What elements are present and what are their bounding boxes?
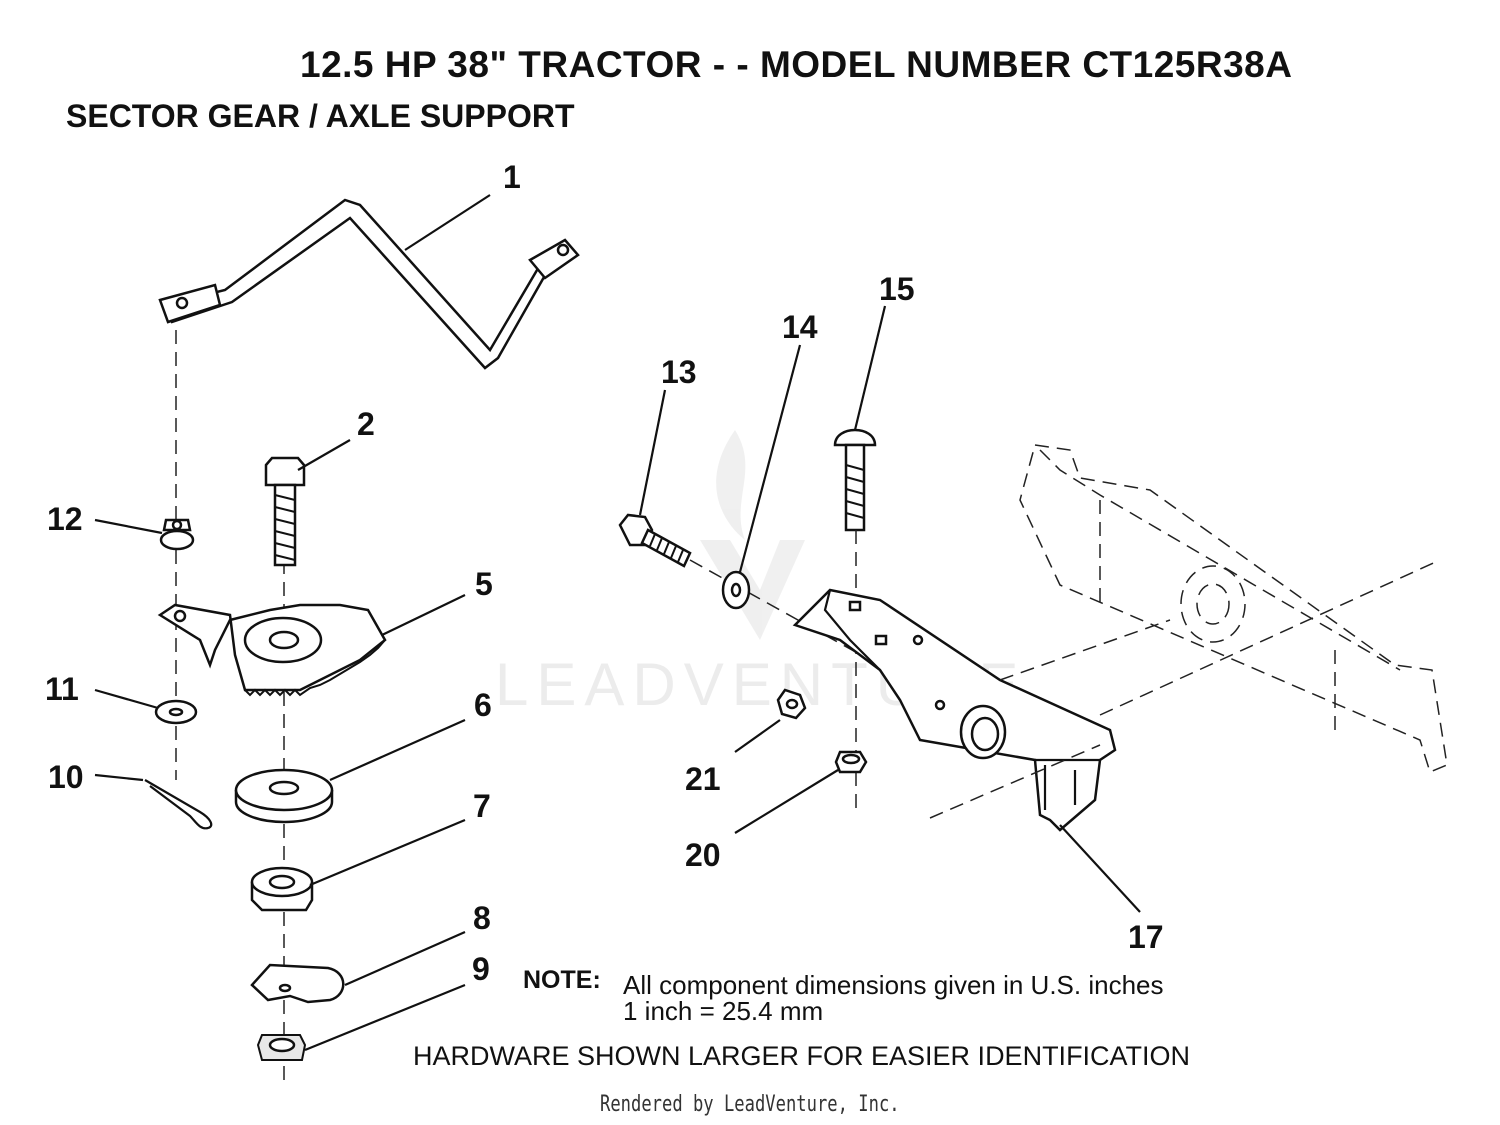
callout-7: 7 — [473, 788, 491, 824]
callout-10: 10 — [48, 759, 84, 795]
note-dimensions-text: All component dimensions given in U.S. i… — [623, 970, 1164, 1000]
nut-21-part — [776, 688, 807, 720]
callout-15: 15 — [879, 271, 915, 307]
callout-2: 2 — [357, 406, 375, 442]
flange-nut-part — [159, 518, 195, 551]
callout-1: 1 — [503, 159, 521, 195]
callout-6: 6 — [474, 687, 492, 723]
note-label: NOTE: — [523, 966, 601, 994]
hex-nut-part — [250, 866, 314, 912]
callout-leaders — [94, 194, 1141, 1052]
axle-housing-reference — [929, 444, 1448, 819]
axis-line-bolt — [689, 559, 871, 661]
cotter-pin-part — [144, 779, 213, 830]
carriage-bolt-part — [833, 428, 877, 532]
footer-credit: Rendered by LeadVenture, Inc. — [600, 1092, 900, 1117]
diagram-subtitle: SECTOR GEAR / AXLE SUPPORT — [66, 98, 575, 134]
callout-20: 20 — [685, 837, 721, 873]
callout-9: 9 — [472, 951, 490, 987]
cap-screw-part — [618, 513, 692, 568]
callout-12: 12 — [47, 501, 83, 537]
callout-14: 14 — [782, 309, 818, 345]
sector-gear-part — [157, 603, 387, 697]
hex-bolt-part — [264, 456, 306, 567]
clip-part — [250, 963, 345, 1004]
callout-8: 8 — [473, 900, 491, 936]
nut-20-part — [834, 750, 868, 774]
flat-washer-part — [234, 768, 334, 824]
watermark-logo-icon — [700, 430, 805, 640]
lock-nut-part — [256, 1034, 307, 1061]
callout-21: 21 — [685, 761, 721, 797]
note-conversion-text: 1 inch = 25.4 mm — [623, 996, 824, 1026]
hardware-note: HARDWARE SHOWN LARGER FOR EASIER IDENTIF… — [413, 1041, 1191, 1071]
axle-support-part — [792, 588, 1117, 832]
washer-14-part — [721, 570, 751, 610]
diagram-title: 12.5 HP 38" TRACTOR - - MODEL NUMBER CT1… — [300, 44, 1293, 85]
callout-13: 13 — [661, 354, 697, 390]
callout-11: 11 — [45, 671, 79, 707]
callout-17: 17 — [1128, 919, 1164, 955]
callout-5: 5 — [475, 566, 493, 602]
drag-link-part — [158, 198, 580, 370]
small-washer-part — [154, 699, 198, 725]
